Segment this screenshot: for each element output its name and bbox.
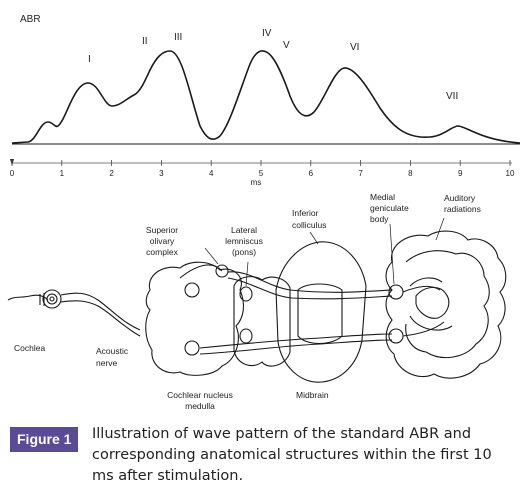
time-tick-label: 2	[109, 169, 114, 178]
wave-label-i: I	[88, 54, 91, 65]
time-tick-label: 0	[10, 169, 15, 178]
abr-waveform	[11, 50, 521, 144]
caption-text: Illustration of wave pattern of the stan…	[92, 426, 492, 484]
label-auditory-radiations-2: radiations	[444, 204, 481, 214]
cochlea-icon	[7, 289, 62, 309]
time-tick-label: 6	[309, 169, 314, 178]
time-ticks: 0 1 2 3 4 5 6 7 8 9 10	[10, 160, 515, 178]
time-tick-label: 9	[458, 169, 463, 178]
time-tick-label: 3	[159, 169, 164, 178]
label-cochlea: Cochlea	[14, 343, 45, 353]
label-superior-olivary-2: olivary	[150, 236, 175, 246]
midbrain-shape	[275, 241, 367, 383]
wave-label-vii: VII	[446, 91, 458, 102]
label-auditory-radiations-1: Auditory	[444, 193, 476, 203]
abr-figure: ABR I II III IV V VI VII 0 1 2 3 4 5 6 7 8 9 10 ms	[7, 14, 521, 411]
wave-label-v: V	[283, 40, 290, 51]
time-tick-label: 5	[259, 169, 264, 178]
label-lateral-lemniscus-2: lemniscus	[225, 236, 263, 246]
pons-shape	[233, 276, 291, 367]
label-lateral-lemniscus-1: Lateral	[231, 225, 257, 235]
wave-label-iii: III	[174, 32, 182, 43]
abr-title: ABR	[20, 14, 41, 25]
label-superior-olivary-3: complex	[146, 247, 178, 257]
wave-label-ii: II	[142, 36, 148, 47]
time-tick-label: 4	[209, 169, 214, 178]
label-acoustic-nerve-2: nerve	[96, 358, 118, 368]
acoustic-nerve-path	[60, 292, 141, 331]
label-superior-olivary-1: Superior	[146, 225, 178, 235]
label-midbrain: Midbrain	[296, 390, 329, 400]
figure-badge: Figure 1	[10, 427, 79, 452]
medulla-shape	[145, 261, 245, 376]
label-acoustic-nerve-1: Acoustic	[96, 346, 129, 356]
time-tick-label: 7	[358, 169, 363, 178]
time-unit-label: ms	[251, 178, 262, 187]
label-inferior-colliculus-2: colliculus	[292, 220, 327, 230]
wave-label-vi: VI	[350, 42, 359, 53]
label-inferior-colliculus-1: Inferior	[292, 208, 319, 218]
label-lateral-lemniscus-3: (pons)	[232, 247, 256, 257]
cortex-shape	[385, 230, 507, 379]
time-tick-label: 10	[506, 169, 515, 178]
label-medial-geniculate-3: body	[370, 214, 389, 224]
time-tick-label: 1	[60, 169, 65, 178]
wave-labels: I II III IV V VI VII	[88, 28, 458, 102]
label-medial-geniculate-1: Medial	[370, 192, 395, 202]
label-cochlear-nucleus-1: Cochlear nucleus	[167, 390, 233, 400]
anatomy-drawing	[7, 217, 507, 383]
time-tick-label: 8	[408, 169, 413, 178]
wave-label-iv: IV	[262, 28, 272, 39]
label-cochlear-nucleus-2: medulla	[185, 401, 215, 411]
label-medial-geniculate-2: geniculate	[370, 203, 409, 213]
